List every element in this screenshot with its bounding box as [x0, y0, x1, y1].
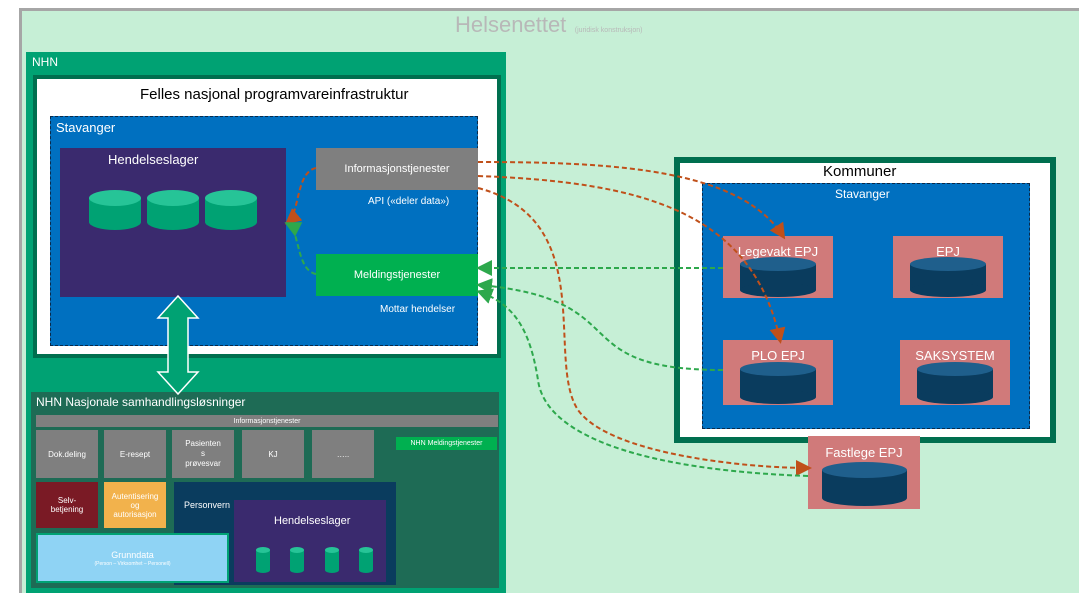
database-icon — [917, 362, 993, 404]
stavanger-nhn-label: Stavanger — [56, 120, 116, 135]
tile-e-resept: E-resept — [104, 430, 166, 478]
legevakt-epj-label: Legevakt EPJ — [737, 244, 819, 259]
arrow-info-to-legevakt — [477, 161, 786, 240]
database-icon — [910, 257, 986, 297]
database-icon — [290, 547, 304, 573]
database-icon — [256, 547, 270, 573]
database-icon — [325, 547, 339, 573]
database-icon — [89, 190, 141, 230]
database-icon — [740, 362, 816, 404]
arrow-info-to-plo — [477, 175, 786, 344]
personvern-label: Personvern — [184, 500, 231, 510]
tile-kj: KJ — [242, 430, 304, 478]
database-icon — [205, 190, 257, 230]
informasjonstjenester-box: Informasjonstjenester — [316, 148, 478, 190]
tile-pasientens-provesvar: Pasienten s prøvesvar — [172, 430, 234, 478]
database-icon — [147, 190, 199, 230]
selvbetjening-box: Selv-betjening — [36, 482, 98, 528]
arrow-plo-to-meldinger — [476, 278, 724, 371]
stavanger-kommune-label: Stavanger — [835, 187, 890, 201]
meldingstjenester-box: Meldingstjenester — [316, 254, 478, 296]
bidirectional-arrow — [156, 294, 200, 396]
hendelseslager-small-title: Hendelseslager — [274, 515, 351, 527]
nhn-meldingstjenester-box: NHN Meldingstjenester — [396, 437, 497, 450]
grunndata-title: Grunndata — [111, 550, 154, 560]
saksystem-label: SAKSYSTEM — [915, 348, 995, 363]
mottar-hendelser-label: Mottar hendelser — [380, 304, 456, 315]
grunndata-subtitle: (Person – Virksomhet – Personell) — [94, 561, 171, 567]
hendelseslager-title: Hendelseslager — [108, 152, 199, 167]
grunndata-box — [36, 533, 229, 583]
database-icon — [822, 462, 907, 506]
arrow-info-to-fastlege — [477, 187, 812, 476]
api-label: API («deler data») — [368, 196, 450, 207]
autentisering-box: Autentisering og autorisasjon — [104, 482, 166, 528]
helsenettet-subtitle: (juridisk konstruksjon) — [574, 27, 643, 34]
helsenettet-title: Helsenettet (juridisk konstruksjon) — [455, 12, 755, 38]
tile-more: ….. — [312, 430, 374, 478]
epj-label: EPJ — [936, 244, 960, 259]
fastlege-epj-label: Fastlege EPJ — [825, 445, 903, 460]
nasjonale-title: NHN Nasjonale samhandlingsløsninger — [36, 395, 246, 409]
informasjonstjenester-bar: Informasjonstjenester — [36, 415, 498, 427]
felles-infrastruktur-title: Felles nasjonal programvareinfrastruktur — [140, 86, 409, 103]
helsenettet-title-text: Helsenettet — [455, 12, 567, 37]
database-icon — [359, 547, 373, 573]
kommuner-title: Kommuner — [823, 163, 897, 180]
tile-dok-deling: Dok.deling — [36, 430, 98, 478]
arrow-info-to-hendelseslager — [284, 167, 317, 225]
plo-epj-label: PLO EPJ — [751, 348, 805, 363]
arrow-meldinger-to-hendelseslager — [284, 222, 317, 275]
database-icon — [740, 257, 816, 297]
arrow-fastlege-to-meldinger — [476, 288, 809, 477]
nhn-label: NHN — [32, 55, 58, 69]
